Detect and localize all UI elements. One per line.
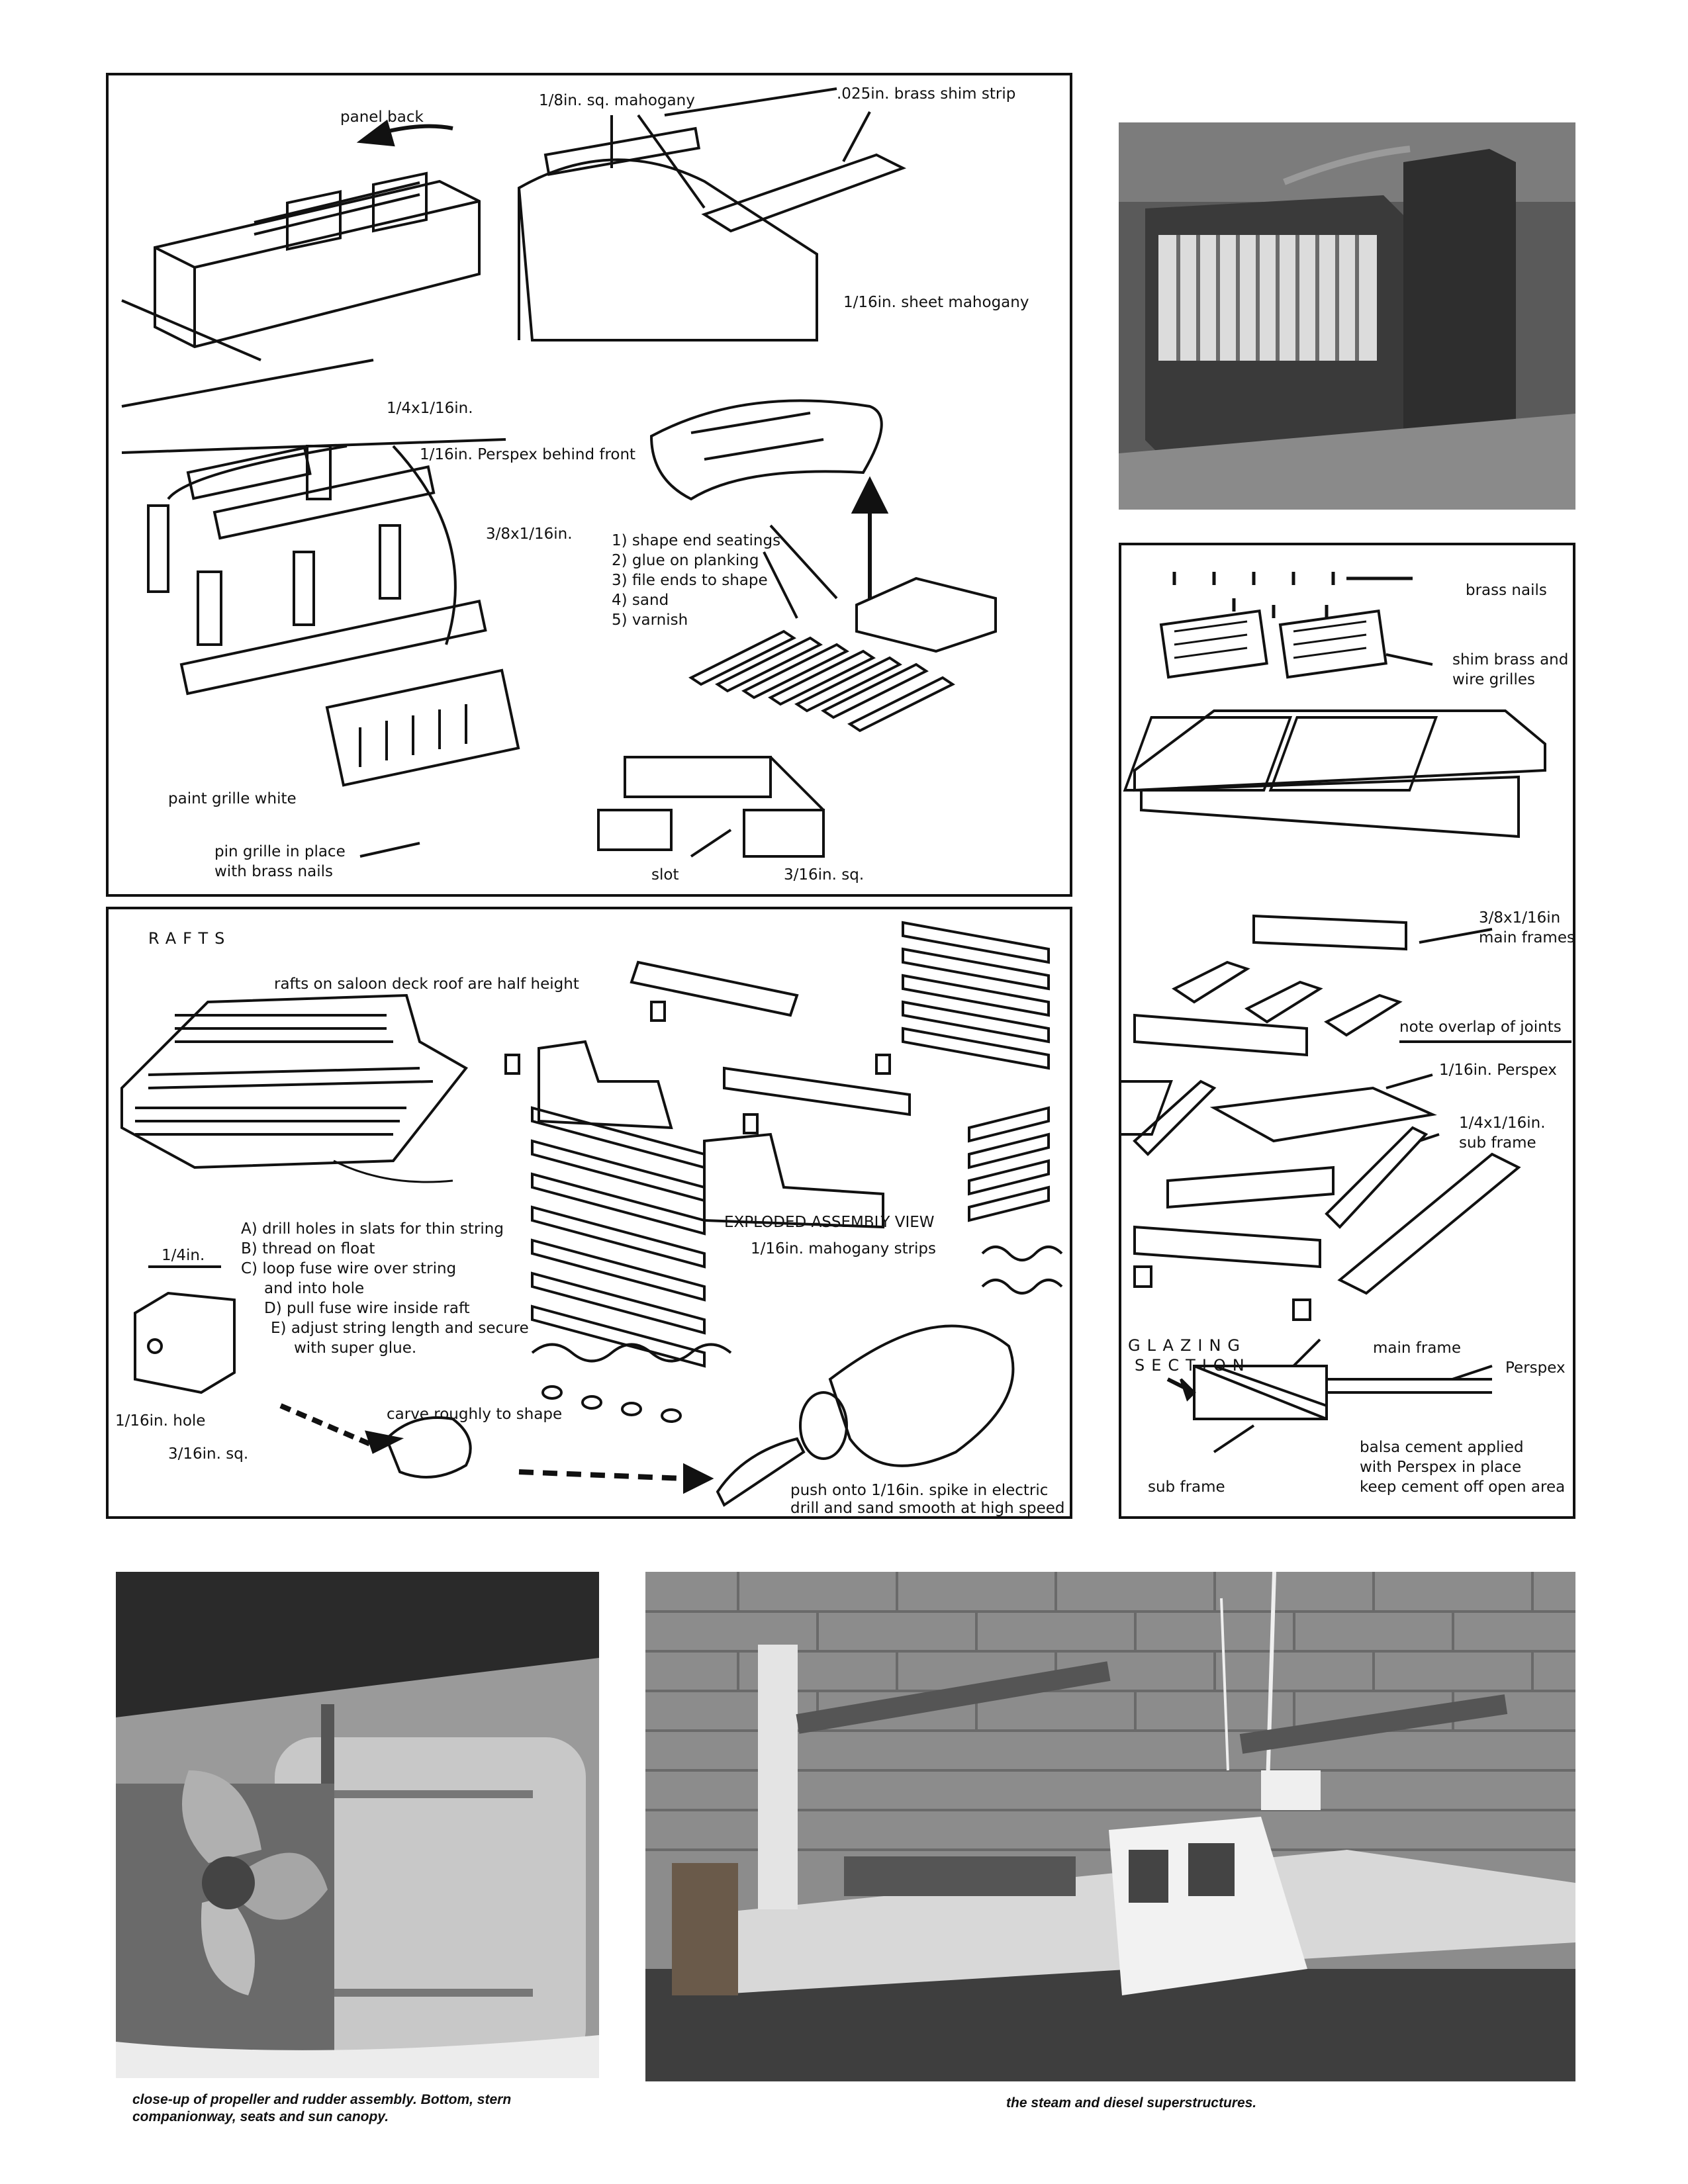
label-step-1: 1) shape end seatings: [612, 532, 781, 549]
label-push-1: push onto 1/16in. spike in electric: [790, 1482, 1049, 1499]
diagram-companionway: panel back 1/8in. sq. mahogany .025in. b…: [106, 73, 1072, 897]
label-main-frame: main frame: [1373, 1340, 1461, 1357]
label-raft-step-e: E) adjust string length and secure: [271, 1320, 529, 1337]
caption-right: the steam and diesel superstructures.: [1006, 2095, 1257, 2111]
label-step-5: 5) varnish: [612, 612, 688, 629]
label-mahogany-sq: 1/8in. sq. mahogany: [539, 92, 695, 109]
label-step-2: 2) glue on planking: [612, 552, 759, 569]
photo-propeller-rudder: [116, 1572, 599, 2078]
diagram-rafts: RAFTS rafts on saloon deck roof are half…: [106, 907, 1072, 1519]
label-perspex: 1/16in. Perspex: [1439, 1062, 1557, 1079]
label-sixteenth-sq: 3/16in. sq.: [784, 866, 865, 884]
photo-companionway-image: [1119, 122, 1575, 510]
label-glazing-2: SECTION: [1135, 1356, 1251, 1375]
label-panel-back: panel back: [340, 109, 424, 126]
label-strips: 1/16in. mahogany strips: [751, 1240, 937, 1257]
label-raft-step-e2: with super glue.: [294, 1340, 417, 1357]
label-rafts: RAFTS: [148, 929, 232, 948]
label-sub-frame-1: 1/4x1/16in.: [1459, 1115, 1546, 1132]
window-frames-drawing: [1121, 572, 1571, 1453]
label-shim-1: shim brass and: [1452, 651, 1569, 668]
rafts-drawing: [120, 921, 1063, 1507]
label-push-2: drill and sand smooth at high speed: [790, 1500, 1065, 1517]
label-slot: slot: [651, 866, 679, 884]
label-raft-step-a: A) drill holes in slats for thin string: [241, 1220, 504, 1238]
label-shim-2: wire grilles: [1452, 671, 1535, 688]
label-step-4: 4) sand: [612, 592, 669, 609]
label-rafts-note: rafts on saloon deck roof are half heigh…: [274, 976, 579, 993]
photo-superstructures-image: [645, 1572, 1575, 2081]
label-exploded: EXPLODED ASSEMBLY VIEW: [724, 1214, 935, 1231]
label-balsa-2: with Perspex in place: [1360, 1459, 1522, 1476]
label-raft-step-c2: and into hole: [264, 1280, 365, 1297]
label-step-3: 3) file ends to shape: [612, 572, 768, 589]
label-raft-step-c: C) loop fuse wire over string: [241, 1260, 457, 1277]
label-quarter-in: 1/4in.: [162, 1247, 205, 1264]
label-pin-grille-1: pin grille in place: [214, 843, 346, 860]
label-frame-quarter: 1/4x1/16in.: [387, 400, 473, 417]
photo-companionway: [1119, 122, 1575, 510]
label-sub-frame-3: sub frame: [1148, 1479, 1225, 1496]
label-main-frames-2: main frames: [1479, 929, 1575, 946]
label-paint-grille: paint grille white: [168, 790, 297, 807]
label-brass-nails: brass nails: [1466, 582, 1547, 599]
label-brass-shim: .025in. brass shim strip: [837, 85, 1016, 103]
photo-propeller-rudder-image: [116, 1572, 599, 2078]
label-raft-step-d: D) pull fuse wire inside raft: [264, 1300, 470, 1317]
label-sheet-mahogany: 1/16in. sheet mahogany: [843, 294, 1029, 311]
label-pin-grille-2: with brass nails: [214, 863, 333, 880]
diagram-window-frames: brass nails shim brass and wire grilles …: [1119, 543, 1575, 1519]
label-perspex-front: 1/16in. Perspex behind front: [420, 446, 636, 463]
label-sub-frame-2: sub frame: [1459, 1134, 1536, 1152]
label-carve: carve roughly to shape: [387, 1406, 563, 1423]
label-overlap: note overlap of joints: [1399, 1019, 1562, 1036]
companionway-drawing: [121, 87, 997, 858]
label-hole: 1/16in. hole: [115, 1412, 206, 1430]
photo-superstructures: [645, 1572, 1575, 2081]
label-perspex-2: Perspex: [1505, 1359, 1566, 1377]
label-balsa-1: balsa cement applied: [1360, 1439, 1524, 1456]
label-sq: 3/16in. sq.: [168, 1445, 249, 1463]
label-glazing-1: GLAZING: [1128, 1336, 1247, 1355]
label-main-frames-1: 3/8x1/16in: [1479, 909, 1561, 927]
label-raft-step-b: B) thread on float: [241, 1240, 375, 1257]
label-frame-three-eighths: 3/8x1/16in.: [486, 525, 573, 543]
label-balsa-3: keep cement off open area: [1360, 1479, 1566, 1496]
caption-left: close-up of propeller and rudder assembl…: [132, 2092, 512, 2125]
